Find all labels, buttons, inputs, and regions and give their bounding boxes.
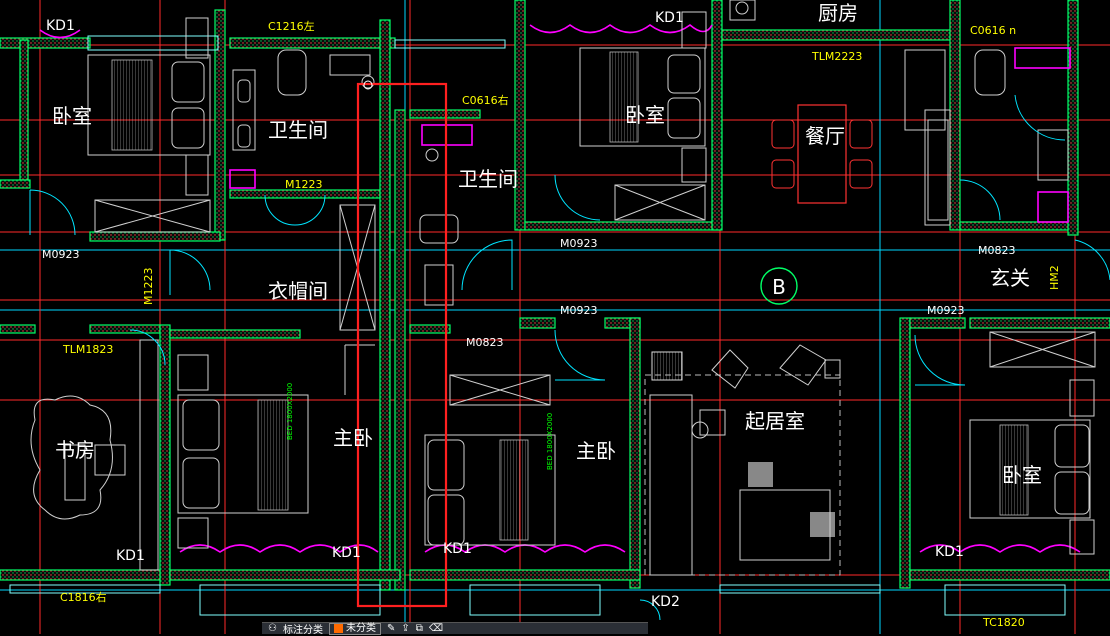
tag-m1223-vertical: M1223	[142, 268, 155, 306]
export-icon[interactable]: ⇪	[401, 623, 410, 634]
room-label-bath-top: 卫生间	[268, 118, 328, 142]
toolbar-item-uncategorized: 未分类	[345, 622, 376, 634]
tag-kd1-b3: KD1	[443, 541, 472, 557]
tag-m0923-c2: M0923	[560, 304, 598, 317]
grid-axis-label: B	[772, 275, 786, 299]
toolbar-item-category[interactable]: 标注分类	[282, 625, 323, 636]
doors	[29, 174, 1110, 621]
tag-m0823-mid: M0823	[466, 336, 504, 349]
bath-fixtures	[232, 0, 1069, 306]
toolbar-dropdown[interactable]: 未分类	[328, 622, 381, 635]
dining-table	[771, 104, 873, 204]
tag-c0616r: C0616右	[462, 93, 509, 107]
bed-right	[969, 331, 1096, 555]
room-label-bedroom-r: 卧室	[1002, 463, 1042, 487]
tag-kd2: KD2	[651, 594, 680, 610]
room-label-bedroom-tl: 卧室	[52, 104, 92, 128]
tag-c1216: C1216左	[268, 20, 315, 33]
selection-rectangle	[356, 82, 448, 608]
tag-tc1820: TC1820	[982, 616, 1025, 629]
tag-kd1-b4: KD1	[935, 544, 964, 560]
tag-tlm2223: TLM2223	[811, 50, 862, 63]
edit-icon[interactable]: ✎	[386, 623, 396, 634]
copy-icon[interactable]: ⧉	[415, 623, 423, 634]
room-label-living: 起居室	[745, 409, 805, 433]
tag-m0823-top: M0823	[978, 244, 1016, 257]
room-label-study: 书房	[55, 438, 95, 462]
grid-axis-marker: B	[760, 267, 798, 305]
bay-window-curves	[39, 23, 1081, 553]
bed-master-1	[177, 344, 375, 549]
room-label-bedroom-tc: 卧室	[625, 103, 665, 127]
tag-kd1-top-left: KD1	[46, 18, 75, 34]
room-label-master2: 主卧	[576, 439, 616, 463]
tag-tlm1823: TLM1823	[62, 343, 113, 356]
bed-top-left	[87, 17, 211, 233]
tag-c1816: C1816右	[60, 590, 107, 604]
room-label-dining: 餐厅	[805, 124, 845, 148]
walls	[0, 0, 1110, 591]
bed-top-center	[579, 11, 707, 221]
room-label-kitchen: 厨房	[818, 1, 858, 25]
room-label-foyer: 玄关	[990, 266, 1030, 290]
tag-kd1-top-center: KD1	[655, 10, 684, 26]
tag-kd1-b1: KD1	[116, 548, 145, 564]
tag-m0923-c1: M0923	[560, 237, 598, 250]
room-label-master1: 主卧	[333, 426, 373, 450]
living-furniture	[644, 344, 841, 576]
room-label-cloakroom: 衣帽间	[268, 279, 328, 303]
windows	[9, 35, 1066, 616]
room-label-bath-mid: 卫生间	[458, 167, 518, 191]
color-swatch-icon	[333, 624, 343, 633]
tag-kd1-b2: KD1	[332, 545, 361, 561]
annotation-toolbar: ⚇ 标注分类 未分类 ✎ ⇪ ⧉ ⌫	[262, 622, 648, 636]
tag-m0923-r: M0923	[927, 304, 965, 317]
tag-m0923-left: M0923	[42, 248, 80, 261]
tag-hm2: HM2	[1048, 265, 1061, 290]
toolbar-icon[interactable]: ⚇	[268, 623, 277, 634]
tag-c0616n: C0616 n	[970, 24, 1016, 37]
bed-text-2: BED 1800X2000	[546, 413, 554, 470]
tag-m1223: M1223	[285, 178, 323, 191]
study-furniture	[30, 339, 159, 571]
bed-text-1: BED 1800X2000	[286, 383, 294, 440]
delete-icon[interactable]: ⌫	[428, 623, 444, 634]
